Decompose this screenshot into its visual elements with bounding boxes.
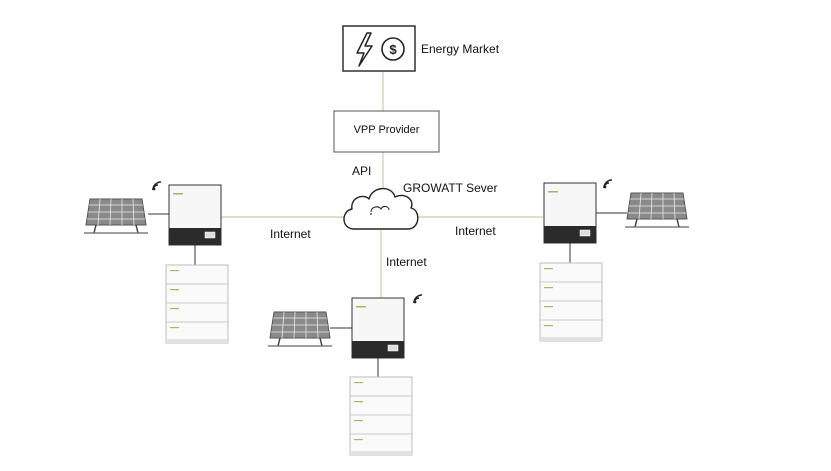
bottom-internet-label: Internet bbox=[386, 255, 427, 269]
api-label: API bbox=[352, 164, 372, 178]
wifi-icon bbox=[412, 294, 423, 305]
connector-lines bbox=[221, 72, 543, 298]
right-internet-label: Internet bbox=[455, 224, 496, 238]
bottom-site bbox=[267, 294, 423, 456]
dollar-symbol: $ bbox=[389, 42, 397, 57]
battery-stack-icon bbox=[349, 376, 413, 456]
left-internet-label: Internet bbox=[270, 227, 311, 241]
solar-panel-icon bbox=[267, 311, 333, 347]
wifi-icon bbox=[602, 179, 613, 190]
right-site bbox=[539, 179, 690, 342]
energy-market-node: $ bbox=[342, 25, 416, 72]
inverter-icon bbox=[351, 297, 405, 359]
solar-panel-icon bbox=[624, 192, 690, 228]
energy-market-label: Energy Market bbox=[421, 42, 500, 56]
wifi-icon bbox=[151, 181, 162, 192]
battery-stack-icon bbox=[539, 262, 603, 342]
inverter-icon bbox=[168, 184, 222, 246]
cloud-icon bbox=[343, 187, 419, 230]
vpp-provider-label: VPP Provider bbox=[353, 124, 420, 136]
inverter-icon bbox=[543, 182, 597, 244]
dollar-coin-icon bbox=[381, 37, 405, 61]
left-site bbox=[83, 181, 229, 344]
lightning-icon bbox=[356, 32, 373, 67]
solar-panel-icon bbox=[83, 198, 149, 234]
vpp-provider-box bbox=[333, 110, 440, 153]
battery-stack-icon bbox=[165, 264, 229, 344]
cloud-label: GROWATT Sever bbox=[403, 181, 498, 195]
